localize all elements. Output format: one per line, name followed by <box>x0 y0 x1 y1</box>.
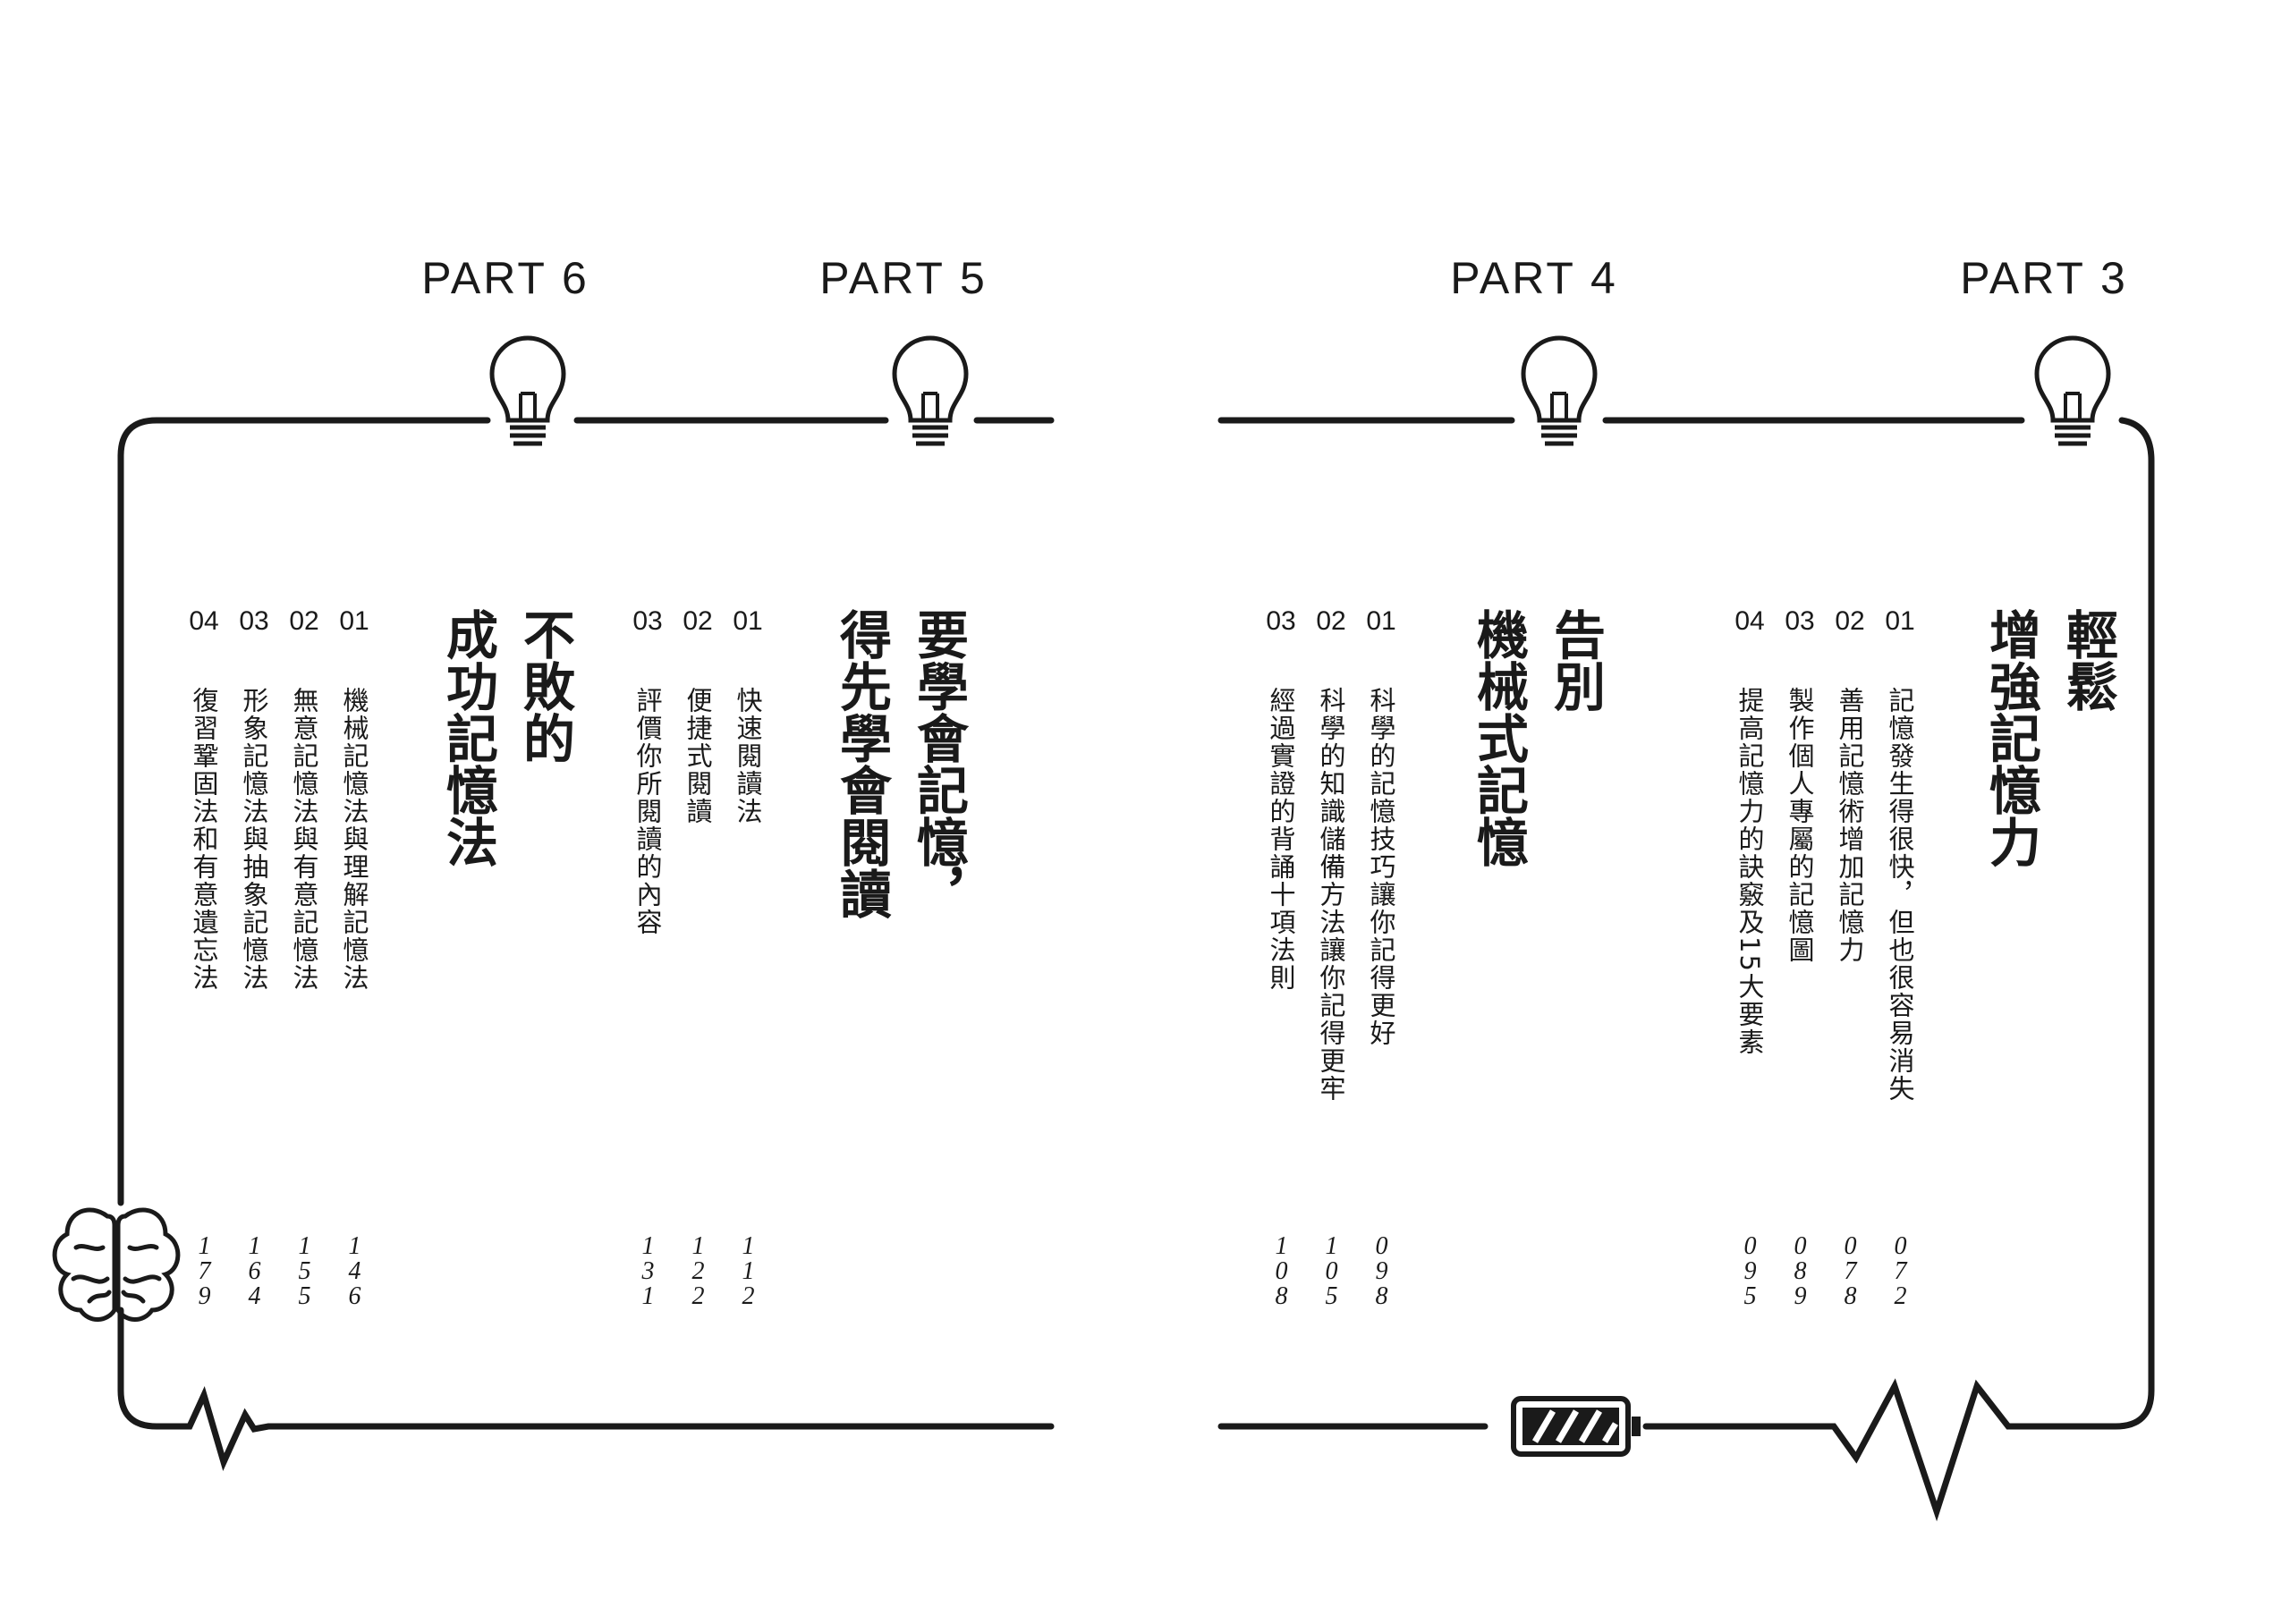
part-label-5: PART 5 <box>819 253 988 303</box>
right-frame <box>1217 417 2155 1522</box>
chapter-title[interactable]: 便捷式閱讀 <box>683 687 713 825</box>
chapter-number: 01 <box>733 606 763 636</box>
chapter-title[interactable]: 無意記憶法與有意記憶法 <box>289 687 319 992</box>
chapter-page: 095 <box>1736 1232 1764 1307</box>
chapter-number: 01 <box>1366 606 1396 636</box>
chapter-number: 01 <box>1885 606 1915 636</box>
lightbulb-icon-part5 <box>895 338 966 444</box>
part-label-6: PART 6 <box>421 253 589 303</box>
part-label-3: PART 3 <box>1960 253 2128 303</box>
chapter-title[interactable]: 復習鞏固法和有意遺忘法 <box>189 687 219 992</box>
chapter-number: 04 <box>189 606 219 636</box>
chapter-number: 02 <box>289 606 319 636</box>
chapter-number: 03 <box>1266 606 1296 636</box>
chapter-title[interactable]: 記憶發生得很快，但也很容易消失 <box>1885 687 1915 1103</box>
chapter-page: 131 <box>634 1232 662 1307</box>
chapter-number: 01 <box>339 606 369 636</box>
lightbulb-icon-part6 <box>492 338 564 444</box>
chapter-page: 122 <box>684 1232 712 1307</box>
chapter-title[interactable]: 善用記憶術增加記憶力 <box>1835 687 1865 964</box>
chapter-page: 112 <box>734 1232 762 1307</box>
chapter-page: 108 <box>1268 1232 1295 1307</box>
chapter-page: 155 <box>291 1232 318 1307</box>
part-title-4: 告別 機械式記憶 <box>1468 608 1606 867</box>
chapter-number: 04 <box>1734 606 1765 636</box>
chapter-number: 02 <box>683 606 713 636</box>
chapter-page: 164 <box>241 1232 268 1307</box>
battery-icon <box>1511 1396 1641 1457</box>
brain-icon <box>52 1207 181 1322</box>
chapter-title[interactable]: 經過實證的背誦十項法則 <box>1266 687 1296 992</box>
chapter-number: 02 <box>1835 606 1865 636</box>
chapter-page: 078 <box>1836 1232 1864 1307</box>
part-title-5: 要學會記憶， 得先學會閱讀 <box>831 608 969 919</box>
chapter-page: 179 <box>191 1232 218 1307</box>
chapter-page: 089 <box>1786 1232 1814 1307</box>
chapter-number: 02 <box>1316 606 1346 636</box>
left-frame <box>117 417 1055 1472</box>
chapter-title[interactable]: 提高記憶力的訣竅及15大要素 <box>1734 687 1765 1056</box>
chapter-page: 072 <box>1887 1232 1914 1307</box>
chapter-title[interactable]: 形象記憶法與抽象記憶法 <box>239 687 269 992</box>
chapter-page: 146 <box>341 1232 369 1307</box>
chapter-title[interactable]: 機械記憶法與理解記憶法 <box>339 687 369 992</box>
part-title-3: 輕鬆 增強記憶力 <box>1980 608 2118 867</box>
chapter-title[interactable]: 科學的記憶技巧讓你記得更好 <box>1366 687 1396 1047</box>
lightbulb-icon-part4 <box>1523 338 1595 444</box>
chapter-title[interactable]: 製作個人專屬的記憶圖 <box>1785 687 1815 964</box>
part-label-4: PART 4 <box>1450 253 1618 303</box>
chapter-page: 105 <box>1318 1232 1345 1307</box>
chapter-number: 03 <box>632 606 663 636</box>
chapter-title[interactable]: 科學的知識儲備方法讓你記得更牢 <box>1316 687 1346 1103</box>
chapter-number: 03 <box>239 606 269 636</box>
chapter-title[interactable]: 快速閱讀法 <box>733 687 763 825</box>
lightbulb-icon-part3 <box>2037 338 2108 444</box>
chapter-title[interactable]: 評價你所閱讀的內容 <box>632 687 663 936</box>
chapter-page: 098 <box>1368 1232 1395 1307</box>
part-title-6: 不敗的 成功記憶法 <box>437 608 575 867</box>
chapter-number: 03 <box>1785 606 1815 636</box>
